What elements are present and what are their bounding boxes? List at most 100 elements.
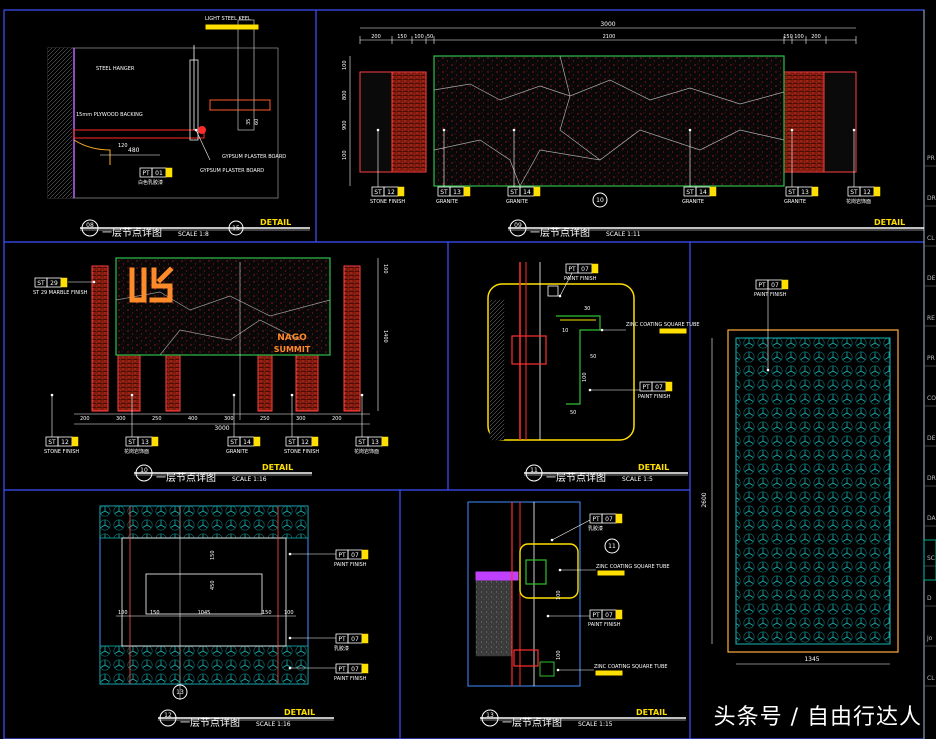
brick-column [257,354,273,412]
tag-flag [361,549,369,560]
tag-code: PT [568,266,576,273]
tag-flag [311,436,319,447]
section-marker [228,220,244,236]
leader-dot [512,128,516,132]
dim-total: 3000 [600,21,615,28]
watermark: 头条号 / 自由行达人 [713,705,922,730]
bracket [539,661,555,677]
tag-number: 07 [351,666,359,673]
dim-value: 150 [262,610,272,616]
tag-number: 13 [801,189,809,196]
detail-title: 一层节点详图 [530,226,590,239]
sign-veins [115,291,331,356]
dim-value: 1400 [382,330,388,343]
tag-text: PAINT FINISH [754,292,787,298]
leader-dot [556,668,560,672]
dim-value: 120 [118,143,128,149]
leader-dot [50,393,54,397]
granite-center-panel [433,55,785,187]
note: 15mm PLYWOOD BACKING [76,112,143,118]
tag-code: ST [850,189,858,196]
detail-number: 11 [530,467,538,474]
detail-heading: DETAIL [284,708,315,717]
light-fixture [198,126,206,134]
tag-text: PAINT FINISH [638,394,671,400]
leader-dot [288,666,292,670]
tag-number: 07 [605,612,613,619]
wall-hatch [489,299,505,441]
tag-number: 12 [387,189,395,196]
detail-number: 12 [164,712,172,719]
title-block-tab: CL [927,675,935,682]
tag-number: 07 [581,266,589,273]
p13-frame [467,501,581,687]
dim-value: 2100 [603,34,616,40]
leader-dot [92,280,96,284]
dim-value: 35 [246,119,252,125]
detail-heading: DETAIL [636,708,667,717]
tag-text: 花岗岩饰面 [846,198,871,205]
detail-heading: DETAIL [874,218,905,227]
dim-value: 300 [296,416,306,422]
tag-text: STONE FINISH [44,449,79,455]
leader-dot [550,538,554,542]
sign-text: SUMMIT [274,345,311,354]
sign-text: NAGO [277,333,307,343]
tag-flag [533,186,541,197]
square-tube [525,559,547,585]
detail-title: 一层节点详图 [180,716,240,729]
tag-number: 29 [50,280,58,287]
membrane [475,571,519,581]
tag-text: 花岗岩饰面 [124,448,149,455]
dim-value: 2600 [701,492,708,507]
tag-text: GRANITE [784,199,806,205]
dim-value: 100 [414,34,424,40]
tag-flag [151,436,159,447]
dim-value: 1345 [804,656,819,663]
tag-flag [381,436,389,447]
tag-number: 12 [61,439,69,446]
dim-value: 100 [556,650,562,660]
tag-code: PT [338,666,346,673]
dim-value: 60 [254,119,260,125]
tag-number: 07 [351,636,359,643]
title-block-tab: DE [927,435,936,442]
tag-flag [811,186,819,197]
tag-flag [253,436,261,447]
tag-flag [615,513,623,524]
bracket [547,285,559,297]
dim-value: 100 [342,150,348,160]
tag-flag [781,279,789,290]
tag-code: PT [338,552,346,559]
brick-column [295,354,319,412]
tag-flag [71,436,79,447]
tag-flag [615,609,623,620]
concrete-hatch [475,575,513,657]
tag-code: ST [788,189,796,196]
note-highlight [597,570,625,576]
note: ZINC COATING SQUARE TUBE [596,564,670,570]
granite-veins [433,55,785,187]
dim-value: 50 [570,410,576,416]
tag-text: PAINT FINISH [334,562,367,568]
detail-title: 一层节点详图 [102,226,162,239]
screen-pattern [735,337,891,645]
title-block-tab: SC [927,555,935,562]
note: ZINC COATING SQUARE TUBE [626,322,700,328]
section-marker [172,684,188,700]
leader-dot [130,393,134,397]
stone-panel-right [823,71,857,173]
tag-number: 01 [155,170,163,177]
brick-column [117,354,141,412]
note: ZINC COATING SQUARE TUBE [594,664,668,670]
tag-text: GRANITE [682,199,704,205]
tag-flag [361,663,369,674]
tag-text: 花岗岩饰面 [354,448,379,455]
tag-text: GRANITE [226,449,248,455]
dim-value: 1045 [198,610,211,616]
leader-line [195,129,211,161]
tag-code: ST [230,439,238,446]
dim-value: 300 [224,416,234,422]
tag-code: PT [338,636,346,643]
dim-value: 100 [794,34,804,40]
